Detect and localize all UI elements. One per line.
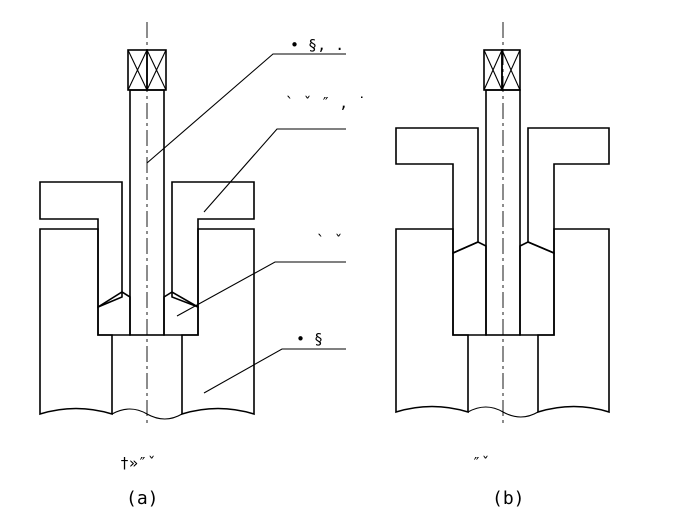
powder-left xyxy=(97,291,131,336)
punch-head-b xyxy=(483,49,521,91)
powder-right-b xyxy=(519,241,555,336)
label-sleeve: ` ˇ ″ , ˙ xyxy=(285,94,366,112)
caption-b: ″ˇ xyxy=(472,454,490,472)
sleeve-left-section-b xyxy=(395,127,479,255)
die-left-section-b xyxy=(395,228,469,414)
sleeve-left-section xyxy=(39,181,123,309)
label-powder: ` ˇ xyxy=(316,232,343,250)
caption-a: †»″ˇ xyxy=(120,454,156,472)
subfig-label-b: (b) xyxy=(492,488,525,509)
sleeve-right-section xyxy=(171,181,255,309)
sleeve-right-section-b xyxy=(527,127,610,255)
label-die: • § xyxy=(296,330,323,348)
label-punch: • §, . xyxy=(290,36,344,54)
die-right-section-b xyxy=(537,228,610,414)
subfig-label-a: (a) xyxy=(126,488,159,509)
subfigure-b: ″ˇ (b) xyxy=(395,22,610,509)
die-right-section xyxy=(181,228,255,416)
leader-lines xyxy=(146,53,346,394)
powder-left-b xyxy=(452,241,487,336)
subfigure-a: • §, . ` ˇ ″ , ˙ ` ˇ • § †»″ˇ (a) xyxy=(39,22,366,509)
die-left-section xyxy=(39,228,113,416)
